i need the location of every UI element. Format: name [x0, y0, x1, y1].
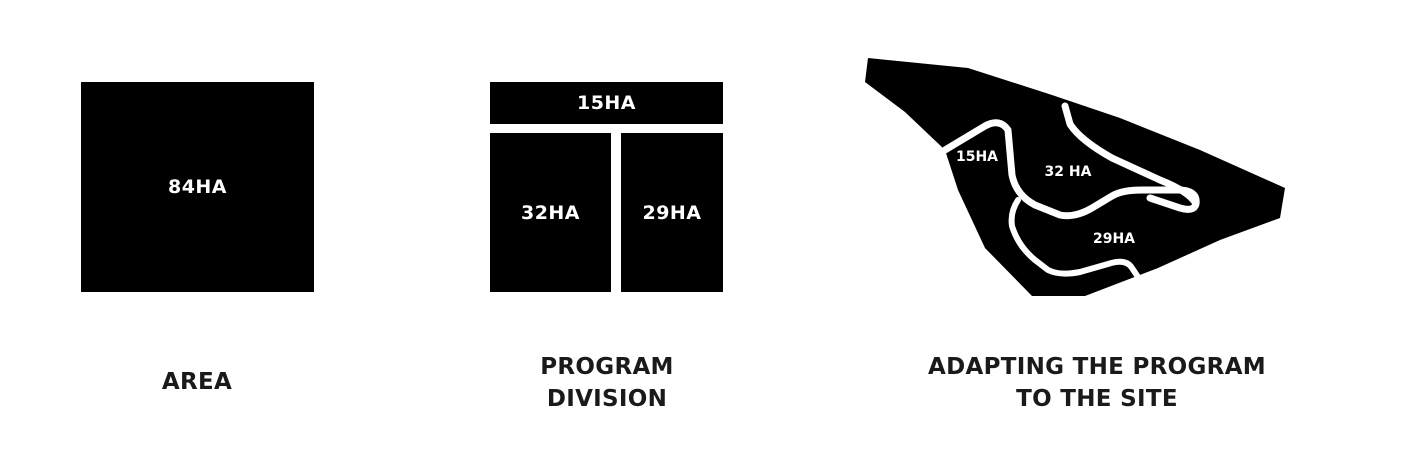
site-caption-line1: ADAPTING THE PROGRAM [928, 354, 1266, 380]
site-region-15ha-label: 15HA [956, 149, 998, 165]
area-block-label: 84HA [167, 176, 228, 198]
program-block-15ha: 15HA [490, 82, 723, 124]
program-block-32ha-label: 32HA [520, 201, 581, 224]
area-block: 84HA [81, 82, 314, 292]
site-region-29ha-label: 29HA [1093, 231, 1135, 247]
site-shape [865, 58, 1285, 296]
site-caption-line2: TO THE SITE [1016, 386, 1178, 412]
site-region-32ha-label: 32 HA [1045, 164, 1092, 180]
site-road-north [1061, 102, 1200, 208]
program-block-15ha-label: 15HA [576, 92, 637, 114]
program-block-29ha: 29HA [621, 133, 723, 292]
program-block-29ha-label: 29HA [642, 201, 702, 224]
program-division-caption: PROGRAM DIVISION [467, 351, 747, 415]
program-block-32ha: 32HA [490, 133, 611, 292]
program-division-caption-line1: PROGRAM [540, 354, 674, 380]
program-division-caption-line2: DIVISION [546, 386, 668, 412]
site-road-lower [1008, 197, 1155, 301]
site-caption: ADAPTING THE PROGRAM TO THE SITE [897, 351, 1297, 415]
area-caption-text: AREA [161, 369, 233, 395]
area-caption: AREA [97, 366, 297, 398]
